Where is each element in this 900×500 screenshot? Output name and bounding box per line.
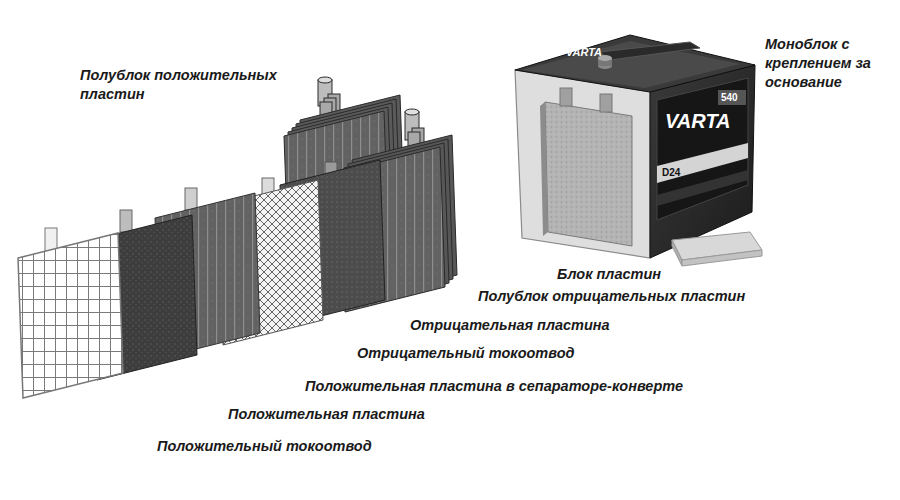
capacity-badge: 540: [721, 92, 738, 103]
battery-case: [515, 35, 755, 258]
positive-grid: [18, 228, 123, 398]
part-label: Отрицательная пластина: [410, 316, 610, 335]
part-label: Полублок отрицательных пластин: [478, 287, 745, 306]
brand-mark: VARTA: [566, 46, 602, 58]
part-label: Положительная пластина в сепараторе-конв…: [305, 377, 683, 396]
part-label: Положительный токоотвод: [157, 437, 372, 456]
plate-block: [540, 88, 632, 246]
part-label: Моноблок с креплением за основание: [765, 35, 890, 92]
part-label: Блок пластин: [557, 265, 661, 284]
part-label: Отрицательный токоотвод: [357, 344, 574, 363]
model-code: D24: [662, 167, 680, 178]
part-label: Полублок положительных пластин: [80, 66, 310, 104]
part-label: Положительная пластина: [228, 405, 425, 424]
brand-mark: VARTA: [665, 110, 731, 132]
cover-piece: [672, 232, 762, 266]
